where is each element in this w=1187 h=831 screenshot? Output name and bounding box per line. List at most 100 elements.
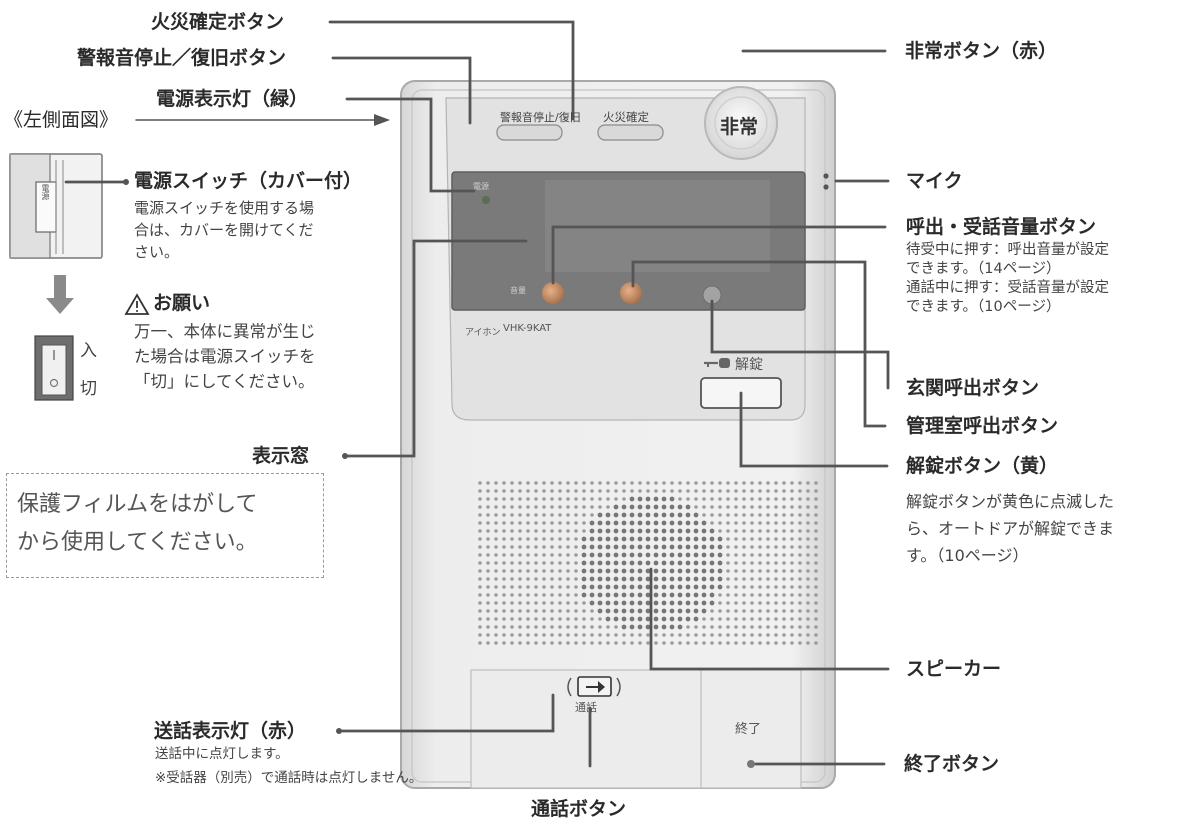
speaker-hole [558,625,562,629]
speaker-hole [653,608,659,614]
speaker-hole [605,560,611,566]
speaker-hole [646,633,650,637]
speaker-hole [814,577,818,581]
speaker-hole [670,489,674,493]
speaker-hole [645,616,651,622]
speaker-hole [734,609,738,613]
speaker-hole [734,553,738,557]
speaker-hole [701,584,707,590]
speaker-hole [710,641,714,645]
speaker-hole [661,624,667,630]
speaker-hole [590,609,594,613]
alarm-stop-button[interactable] [496,124,563,141]
speaker-hole [518,633,522,637]
speaker-hole [774,497,778,501]
speaker-hole [742,593,746,597]
speaker-hole [534,641,538,645]
label-left-side-view: 《左側面図》 [4,109,119,131]
speaker-hole [742,505,746,509]
speaker-hole [542,609,546,613]
speaker-hole [653,528,659,534]
speaker-hole [629,536,635,542]
speaker-hole [742,545,746,549]
speaker-hole [750,513,754,517]
speaker-hole [542,513,546,517]
speaker-hole [534,521,538,525]
bottom-button-panel [470,669,802,789]
speaker-hole [613,528,619,534]
speaker-hole [613,616,619,622]
speaker-hole [645,496,651,502]
speaker-hole [782,561,786,565]
speaker-hole [605,568,611,574]
speaker-hole [685,536,691,542]
speaker-hole [710,625,714,629]
speaker-hole [766,489,770,493]
speaker-hole [613,544,619,550]
speaker-hole [678,489,682,493]
end-button-dot[interactable] [747,760,755,768]
speaker-hole [774,601,778,605]
speaker-hole [597,592,603,598]
speaker-hole [806,513,810,517]
volume-button-right[interactable] [620,282,642,304]
speaker-hole [590,641,594,645]
speaker-hole [661,536,667,542]
speaker-hole [653,552,659,558]
speaker-hole [677,536,683,542]
speaker-hole [814,601,818,605]
speaker-hole [558,553,562,557]
speaker-hole [790,505,794,509]
speaker-hole [630,641,634,645]
speaker-hole [814,513,818,517]
speaker-hole [718,481,722,485]
speaker-hole [766,481,770,485]
speaker-hole [750,601,754,605]
speaker-hole [494,481,498,485]
speaker-hole [798,617,802,621]
speaker-hole [685,616,691,622]
speaker-hole [558,545,562,549]
speaker-hole [766,625,770,629]
speaker-hole [534,569,538,573]
speaker-hole [814,521,818,525]
speaker-hole [798,601,802,605]
speaker-hole [686,481,690,485]
speaker-hole [774,561,778,565]
speaker-hole [734,633,738,637]
speaker-hole [790,593,794,597]
speaker-hole [718,513,722,517]
speaker-hole [758,577,762,581]
speaker-hole [653,616,659,622]
speaker-hole [542,521,546,525]
speaker-hole [574,601,578,605]
speaker-hole [806,481,810,485]
speaker-hole [590,617,594,621]
speaker-hole [709,544,715,550]
speaker-hole [494,553,498,557]
speaker-hole [734,625,738,629]
speaker-hole [750,569,754,573]
speaker-hole [750,505,754,509]
speaker-hole [574,585,578,589]
speaker-hole [806,553,810,557]
speaker-hole [526,513,530,517]
speaker-hole [750,593,754,597]
speaker-hole [486,561,490,565]
speaker-hole [589,520,595,526]
speaker-hole [710,633,714,637]
fire-confirm-button[interactable] [597,124,664,141]
speaker-hole [598,481,602,485]
speaker-hole [669,504,675,510]
speaker-hole [653,560,659,566]
speaker-hole [718,601,722,605]
speaker-hole [710,513,714,517]
speaker-hole [798,537,802,541]
volume-button-left[interactable] [542,282,564,304]
mic-dot [823,173,829,179]
speaker-hole [621,552,627,558]
speaker-hole [637,504,643,510]
speaker-hole [486,521,490,525]
speaker-hole [582,641,586,645]
